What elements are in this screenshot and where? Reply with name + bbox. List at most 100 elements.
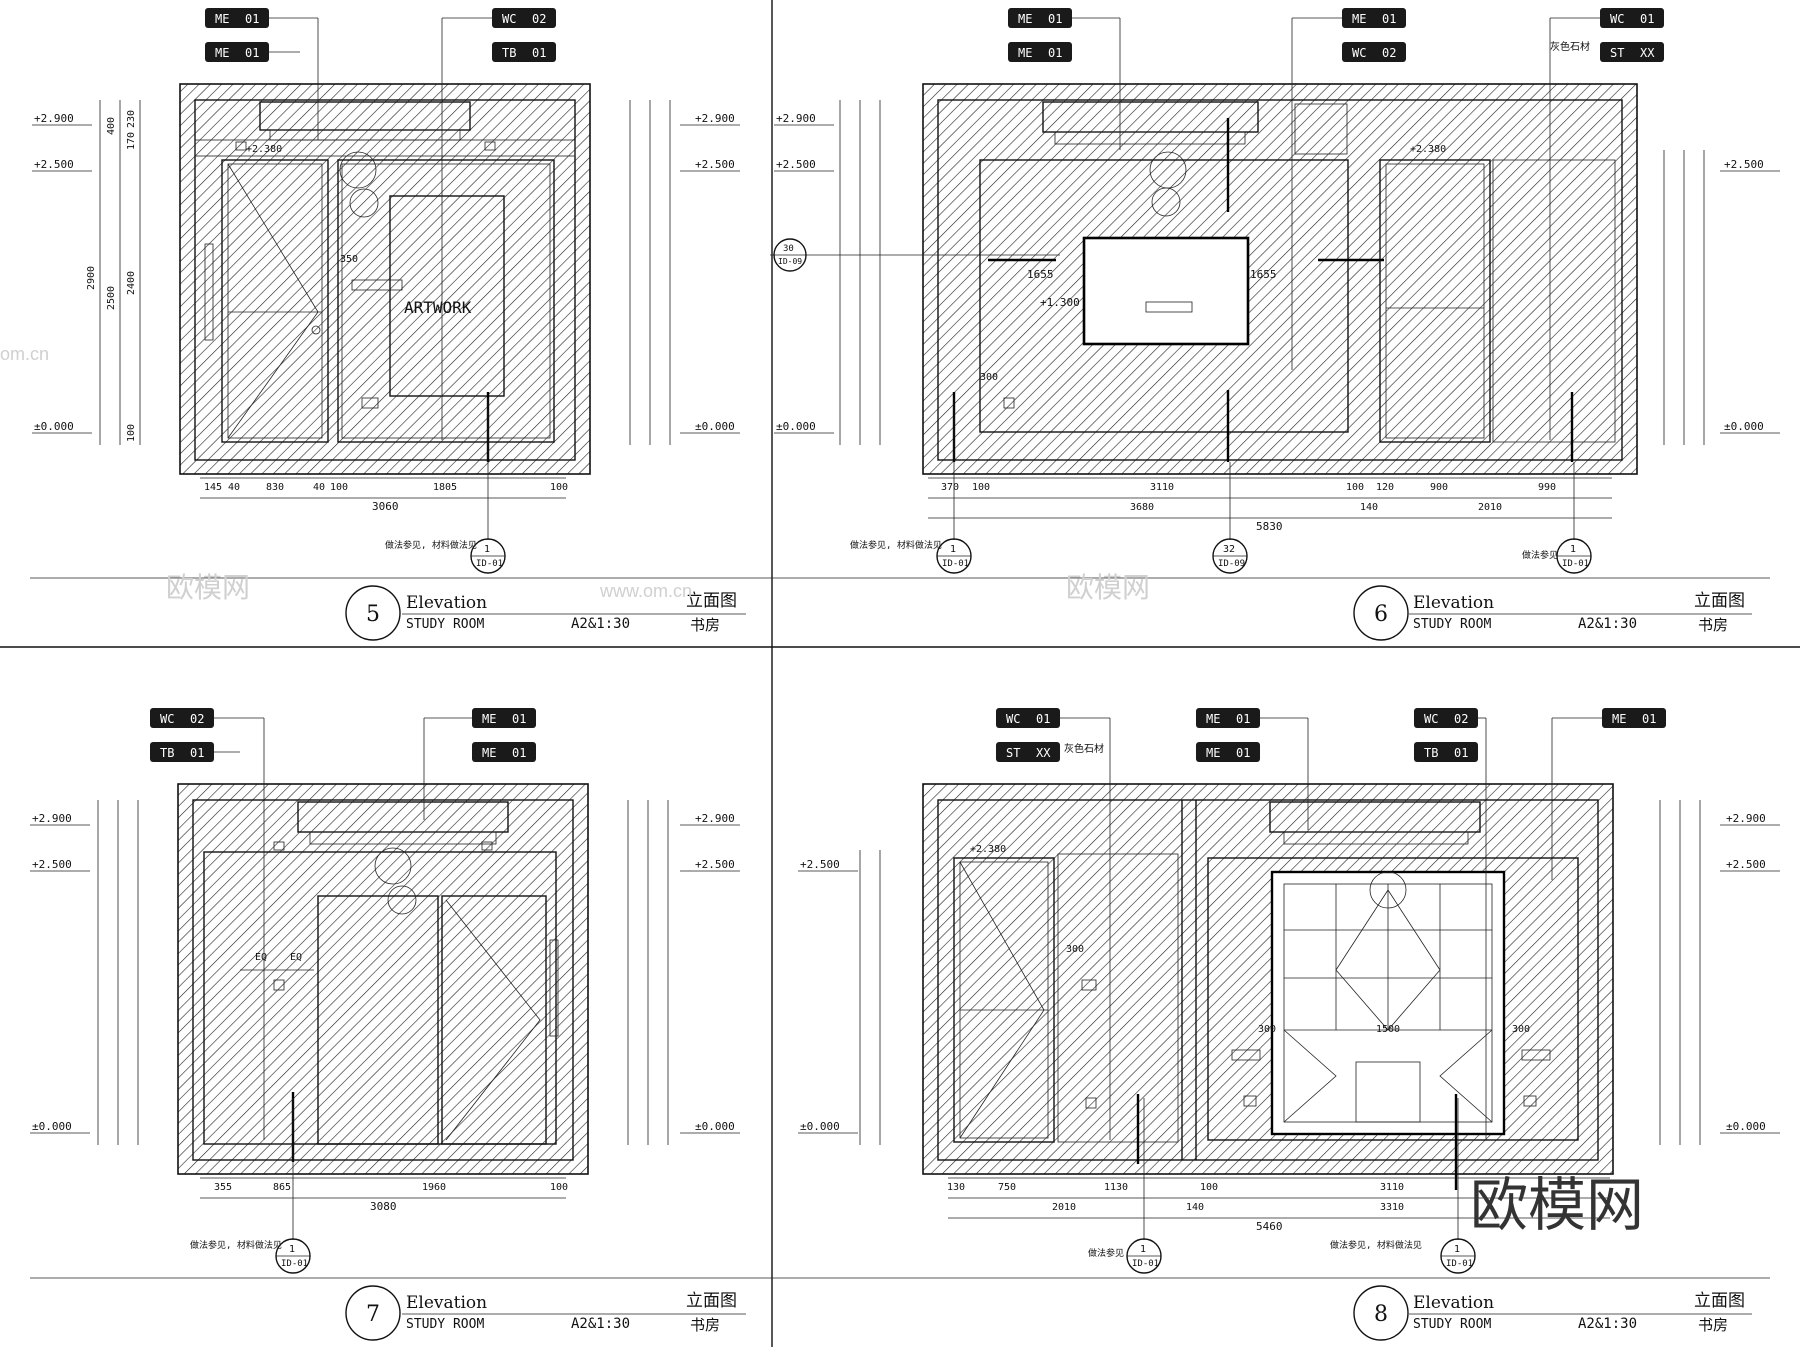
- svg-text:ST: ST: [1006, 746, 1020, 760]
- dim-2010: 2010: [1478, 502, 1502, 513]
- svg-text:立面图: 立面图: [1694, 591, 1745, 611]
- vdim-400: 400: [106, 117, 117, 135]
- elevation-number-circle: [345, 585, 401, 641]
- svg-text:欧模网: 欧模网: [1066, 572, 1150, 603]
- svg-text:ID-01: ID-01: [1446, 1259, 1473, 1269]
- svg-text:01: 01: [1048, 12, 1062, 26]
- dim-2010: 2010: [1052, 1202, 1076, 1213]
- svg-text:ID-09: ID-09: [1218, 559, 1245, 569]
- level-0-right: ±0.000: [695, 420, 735, 433]
- svg-text:ST: ST: [1610, 46, 1624, 60]
- vdim-100: 100: [126, 424, 137, 442]
- panel-elevation-8: 300 300 1500 300 +2.380 130 750 1130 100…: [772, 708, 1780, 1341]
- svg-text:01: 01: [1236, 746, 1250, 760]
- svg-text:+2.500: +2.500: [1724, 158, 1764, 171]
- svg-text:865: 865: [273, 1182, 291, 1193]
- level-2500-right: +2.500: [695, 158, 735, 171]
- svg-text:01: 01: [532, 46, 546, 60]
- svg-text:+2.500: +2.500: [32, 858, 72, 871]
- elevation-number: 8: [1374, 1302, 1388, 1327]
- svg-text:A2&1:30: A2&1:30: [571, 1316, 630, 1332]
- tv-panel: [1082, 236, 1250, 346]
- level-0-left: ±0.000: [34, 420, 74, 433]
- watermark-brand: 欧模网: [1470, 1173, 1644, 1238]
- scale: A2&1:30: [571, 616, 630, 632]
- title-en: Elevation: [406, 593, 487, 613]
- dim-300a: 300: [1066, 944, 1084, 955]
- svg-text:做法参见: 做法参见: [1522, 549, 1558, 561]
- vdim-170: 170: [126, 132, 137, 150]
- watermark-site: www.om.cn: [599, 581, 692, 601]
- vdim-230: 230: [126, 110, 137, 128]
- svg-text:STUDY ROOM: STUDY ROOM: [1413, 1317, 1491, 1332]
- svg-text:02: 02: [1454, 712, 1468, 726]
- dim-300: 300: [980, 372, 998, 383]
- svg-text:+2.500: +2.500: [776, 158, 816, 171]
- dim-1805: 1805: [433, 482, 457, 493]
- svg-text:1: 1: [484, 544, 490, 555]
- panel-elevation-7: EQ EQ 355 865 1960 100 3080 +2.900 +2.50…: [30, 708, 772, 1341]
- dim-40a: 40: [228, 482, 240, 493]
- dim-1960: 1960: [422, 1182, 446, 1193]
- svg-text:WC: WC: [1006, 712, 1020, 726]
- svg-text:ME: ME: [1612, 712, 1626, 726]
- door-frame: [953, 857, 1055, 1143]
- svg-text:900: 900: [1430, 482, 1448, 493]
- svg-text:Elevation: Elevation: [1413, 1293, 1494, 1313]
- svg-text:100: 100: [550, 1182, 568, 1193]
- svg-text:WC: WC: [1424, 712, 1438, 726]
- svg-text:±0.000: ±0.000: [1726, 1120, 1766, 1133]
- svg-text:ID-01: ID-01: [281, 1259, 308, 1269]
- svg-text:立面图: 立面图: [1694, 1291, 1745, 1311]
- svg-text:做法参见, 材料做法见: 做法参见, 材料做法见: [1330, 1239, 1422, 1251]
- svg-text:STUDY ROOM: STUDY ROOM: [1413, 617, 1491, 632]
- svg-text:WC: WC: [160, 712, 174, 726]
- svg-text:A2&1:30: A2&1:30: [1578, 1316, 1637, 1332]
- svg-text:om.cn: om.cn: [0, 344, 49, 364]
- dim-40b: 40: [313, 482, 325, 493]
- tag-01: 01: [245, 12, 259, 26]
- svg-text:02: 02: [1382, 46, 1396, 60]
- svg-text:+2.900: +2.900: [32, 812, 72, 825]
- svg-text:1: 1: [1570, 544, 1576, 555]
- svg-text:01: 01: [1642, 712, 1656, 726]
- svg-text:做法参见, 材料做法见: 做法参见, 材料做法见: [850, 539, 942, 551]
- stone-wall: [1057, 853, 1179, 1143]
- dim-100b: 100: [550, 482, 568, 493]
- dim-total: 5830: [1256, 520, 1283, 533]
- svg-text:ID-01: ID-01: [1562, 559, 1589, 569]
- level-2900-right: +2.900: [695, 112, 735, 125]
- dim-145: 145: [204, 482, 222, 493]
- dim-300b: 300: [1258, 1024, 1276, 1035]
- svg-text:1: 1: [1454, 1244, 1460, 1255]
- svg-text:140: 140: [1186, 1202, 1204, 1213]
- svg-text:355: 355: [214, 1182, 232, 1193]
- dim-100a: 100: [330, 482, 348, 493]
- svg-text:ME: ME: [1018, 46, 1032, 60]
- svg-text:做法参见: 做法参见: [1088, 1247, 1124, 1259]
- svg-text:100: 100: [1200, 1182, 1218, 1193]
- pendant-light: [374, 847, 412, 885]
- dim-3110: 3110: [1380, 1182, 1404, 1193]
- svg-text:+2.500: +2.500: [1726, 858, 1766, 871]
- dim-350: 350: [340, 254, 358, 265]
- panel-elevation-6: 1655 1655 +1.300 +2.380 300 370 100 3110…: [770, 8, 1780, 641]
- svg-text:01: 01: [512, 746, 526, 760]
- svg-text:01: 01: [1048, 46, 1062, 60]
- door-frame: [1379, 159, 1491, 443]
- svg-text:32: 32: [1223, 544, 1235, 555]
- switch-panel: [351, 279, 403, 291]
- svg-text:01: 01: [1036, 712, 1050, 726]
- svg-text:02: 02: [532, 12, 546, 26]
- svg-text:Elevation: Elevation: [406, 1293, 487, 1313]
- svg-text:ID-01: ID-01: [942, 559, 969, 569]
- svg-text:120: 120: [1376, 482, 1394, 493]
- dim-1655-left: 1655: [1027, 268, 1054, 281]
- svg-text:ID-09: ID-09: [778, 257, 802, 266]
- svg-text:ME: ME: [1206, 746, 1220, 760]
- stone-label: 灰色石材: [1550, 40, 1590, 53]
- eq-left: EQ: [255, 952, 267, 963]
- side-callout: [773, 238, 807, 272]
- svg-text:ME: ME: [1206, 712, 1220, 726]
- note: 做法参见, 材料做法见: [385, 539, 477, 551]
